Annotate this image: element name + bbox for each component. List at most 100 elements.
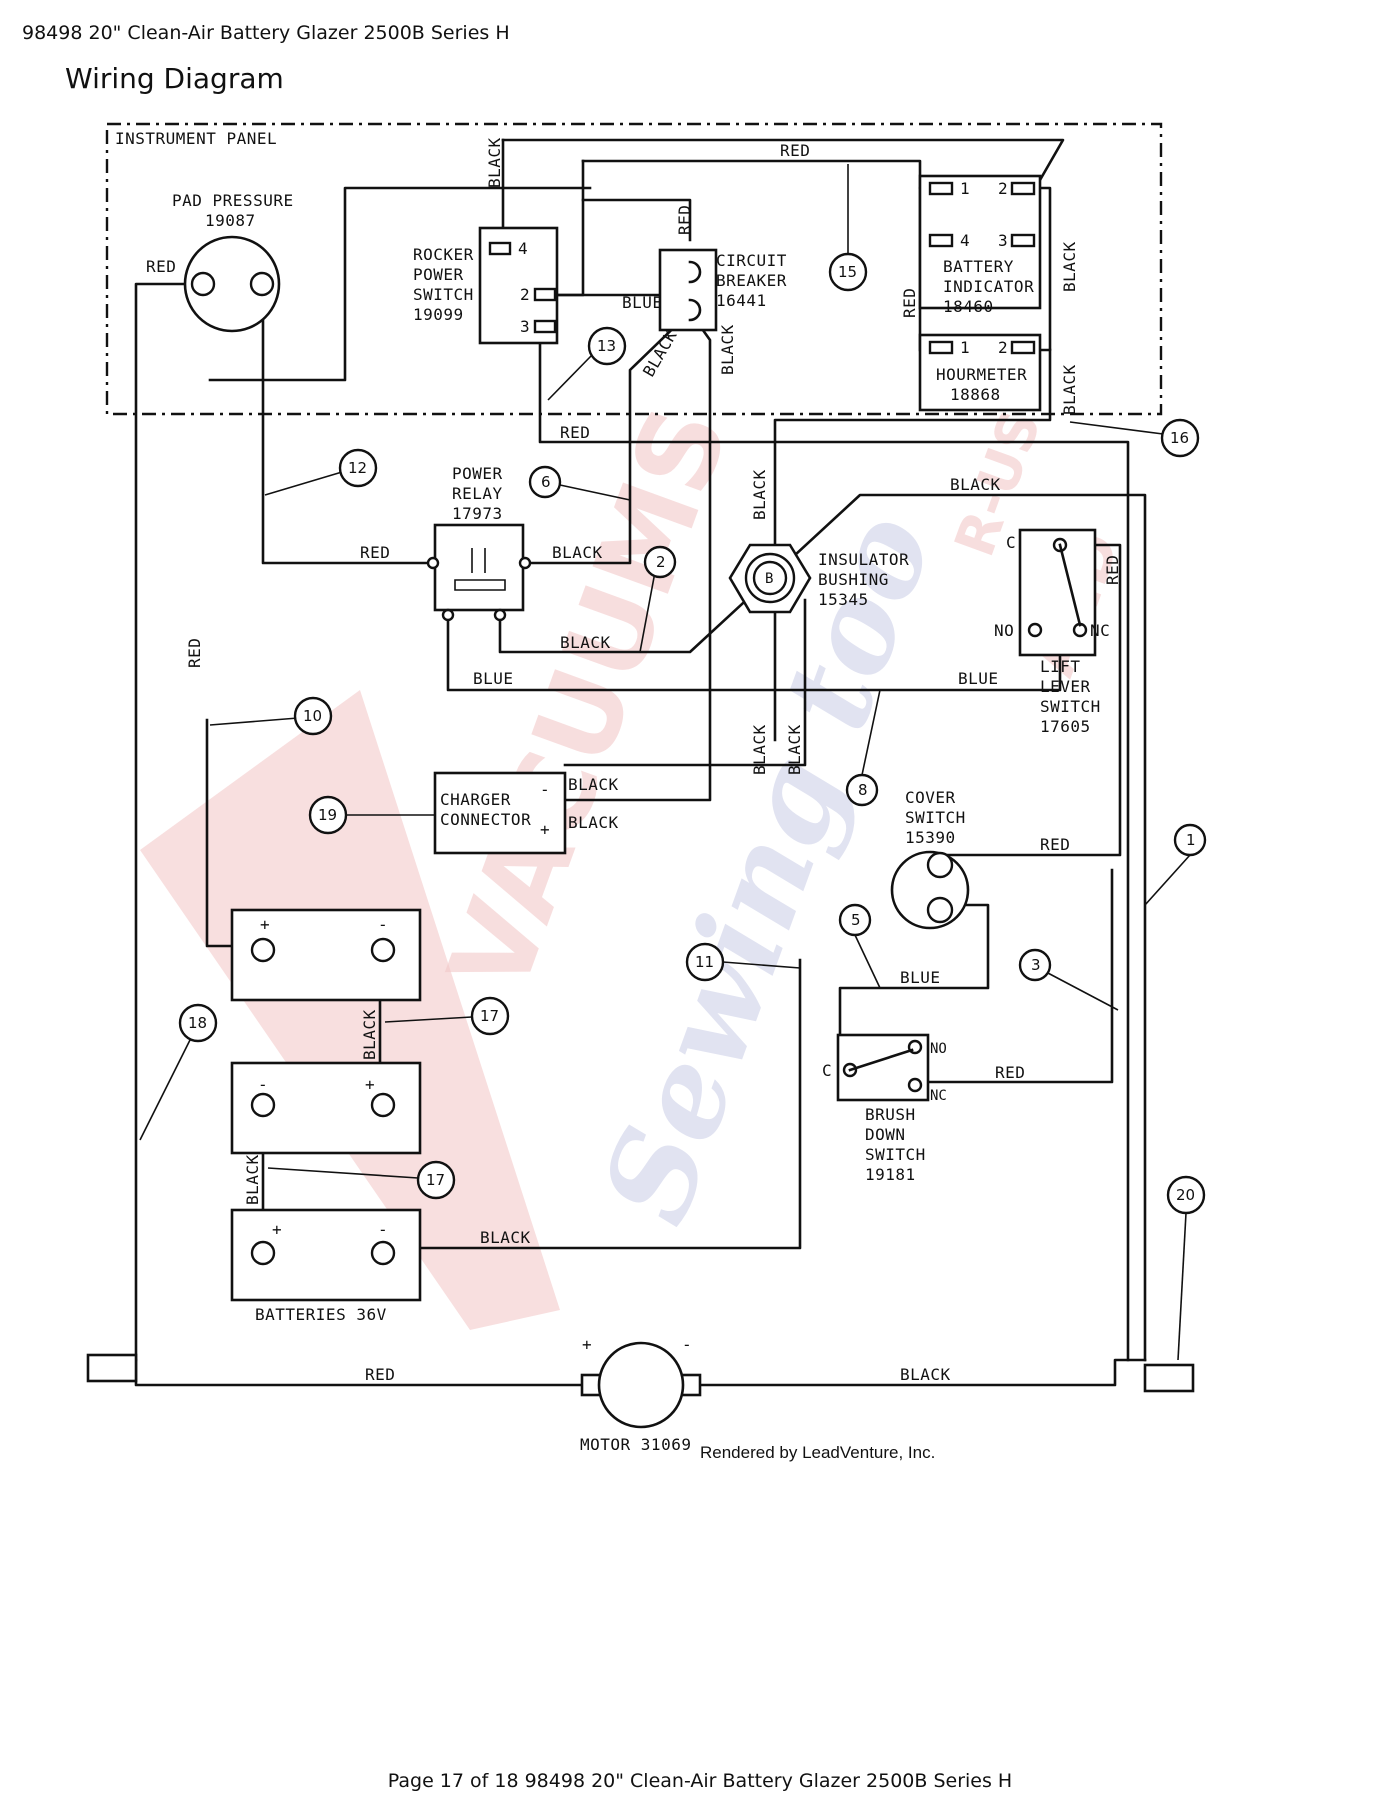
lift-terminal-no: NO xyxy=(994,621,1014,640)
wire-label-red-top: RED xyxy=(780,141,810,160)
wire-label-black-relay-bottom: BLACK xyxy=(560,633,611,652)
document-footer: Page 17 of 18 98498 20" Clean-Air Batter… xyxy=(387,1770,1013,1792)
section-title: Wiring Diagram xyxy=(65,62,284,95)
wire-label-black-relay: BLACK xyxy=(552,543,603,562)
callout-10: 10 xyxy=(209,696,333,736)
brush-label-4: 19181 xyxy=(865,1165,916,1184)
cover-switch-label-1: COVER xyxy=(905,788,956,807)
wire-label-red-motor: RED xyxy=(365,1365,395,1384)
wire-labels: RED BLACK RED RED BLUE BLACK BLACK RED B… xyxy=(146,137,1122,1384)
brush-label-2: DOWN xyxy=(865,1125,906,1144)
svg-text:16: 16 xyxy=(1170,429,1189,447)
callout-13: 13 xyxy=(547,326,627,401)
insulator-bushing-symbol: B xyxy=(765,571,773,587)
instrument-panel-border xyxy=(105,122,1163,416)
callouts: 1 2 3 5 6 8 10 11 12 13 15 16 17 17 18 1… xyxy=(139,164,1207,1361)
callout-12: 12 xyxy=(264,448,378,496)
wire-label-red-batt: RED xyxy=(900,288,919,318)
motor-minus: - xyxy=(682,1335,692,1354)
rocker-terminal-2: 2 xyxy=(520,285,530,304)
cover-switch-label-2: SWITCH xyxy=(905,808,966,827)
lift-label-4: 17605 xyxy=(1040,717,1091,736)
rocker-terminal-3: 3 xyxy=(520,317,530,336)
lift-terminal-nc: NC xyxy=(1090,621,1110,640)
svg-text:1: 1 xyxy=(1186,831,1196,849)
wire-label-red-relay: RED xyxy=(360,543,390,562)
batteries-label: BATTERIES 36V xyxy=(255,1305,387,1324)
wire-label-black-batt: BLACK xyxy=(1060,241,1079,292)
callout-16: 16 xyxy=(1069,418,1200,458)
svg-text:15: 15 xyxy=(838,263,857,281)
battery-3-plus: + xyxy=(272,1220,282,1239)
power-relay xyxy=(433,523,525,612)
svg-text:8: 8 xyxy=(858,781,868,799)
callout-3: 3 xyxy=(1018,948,1119,1011)
wire-label-red-lift: RED xyxy=(1103,555,1122,585)
lift-label-3: SWITCH xyxy=(1040,697,1101,716)
battery-indicator-terminal-2: 2 xyxy=(998,179,1008,198)
svg-text:11: 11 xyxy=(695,953,714,971)
battery-1-minus: - xyxy=(378,915,388,934)
brush-terminal-no: NO xyxy=(930,1041,947,1057)
battery-2 xyxy=(230,1061,422,1155)
instrument-panel-label: INSTRUMENT PANEL xyxy=(115,129,277,148)
insulator-bushing-label-1: INSULATOR xyxy=(818,550,909,569)
wire-label-red-rocker: RED xyxy=(560,423,590,442)
wire-label-black-motor: BLACK xyxy=(900,1365,951,1384)
wire-label-red-brush: RED xyxy=(995,1063,1025,1082)
cover-switch-label-3: 15390 xyxy=(905,828,956,847)
wire-label-black-charger-1: BLACK xyxy=(568,775,619,794)
wire-label-black-bushing-1: BLACK xyxy=(750,724,769,775)
power-relay-label-3: 17973 xyxy=(452,504,503,523)
wire-label-black-charger-2: BLACK xyxy=(568,813,619,832)
battery-indicator-terminal-4: 4 xyxy=(960,231,970,250)
callout-15: 15 xyxy=(828,164,868,292)
charger-minus: - xyxy=(540,780,550,799)
wire-label-black-batt-1: BLACK xyxy=(360,1009,379,1060)
svg-text:20: 20 xyxy=(1176,1186,1195,1204)
callout-6: 6 xyxy=(528,465,631,501)
battery-indicator-label-1: BATTERY xyxy=(943,257,1014,276)
motor xyxy=(86,1341,1195,1429)
document-header: 98498 20" Clean-Air Battery Glazer 2500B… xyxy=(22,22,510,44)
svg-text:12: 12 xyxy=(348,459,367,477)
motor-label: MOTOR 31069 xyxy=(580,1435,691,1454)
lift-label-1: LIFT xyxy=(1040,657,1081,676)
brush-label-1: BRUSH xyxy=(865,1105,916,1124)
lift-label-2: LEVER xyxy=(1040,677,1091,696)
hourmeter-terminal-2: 2 xyxy=(998,338,1008,357)
battery-1 xyxy=(230,908,422,1002)
wire-label-red-left: RED xyxy=(185,638,204,668)
rocker-label-2: POWER xyxy=(413,265,464,284)
circuit-breaker-label-3: 16441 xyxy=(716,291,767,310)
brush-label-3: SWITCH xyxy=(865,1145,926,1164)
callout-17b: 17 xyxy=(267,1160,456,1200)
wire-label-black-hour: BLACK xyxy=(1060,364,1079,415)
wire-label-black-bushing-top: BLACK xyxy=(750,469,769,520)
cover-switch xyxy=(890,850,970,930)
wire-label-red-pad: RED xyxy=(146,257,176,276)
battery-indicator-terminal-3: 3 xyxy=(998,231,1008,250)
motor-plus: + xyxy=(582,1335,592,1354)
wire-label-black-batt-neg: BLACK xyxy=(480,1228,531,1247)
svg-text:19: 19 xyxy=(318,806,337,824)
watermark: VACUUMS R-US AND Sewing too xyxy=(140,391,1134,1330)
battery-indicator-label-3: 18460 xyxy=(943,297,994,316)
svg-text:3: 3 xyxy=(1031,956,1041,974)
callout-2: 2 xyxy=(639,545,677,653)
callout-19: 19 xyxy=(308,795,435,835)
insulator-bushing xyxy=(728,543,812,614)
battery-2-minus: - xyxy=(258,1075,268,1094)
hourmeter-label-2: 18868 xyxy=(950,385,1001,404)
callout-20: 20 xyxy=(1166,1175,1206,1361)
pad-pressure-label: PAD PRESSURE xyxy=(172,191,294,210)
circuit-breaker xyxy=(658,248,718,332)
svg-text:2: 2 xyxy=(656,553,666,571)
callout-11: 11 xyxy=(685,942,801,982)
svg-text:10: 10 xyxy=(303,707,322,725)
insulator-bushing-label-3: 15345 xyxy=(818,590,869,609)
svg-text:13: 13 xyxy=(597,337,616,355)
battery-3 xyxy=(230,1208,422,1302)
wire-label-red-breaker: RED xyxy=(675,205,694,235)
